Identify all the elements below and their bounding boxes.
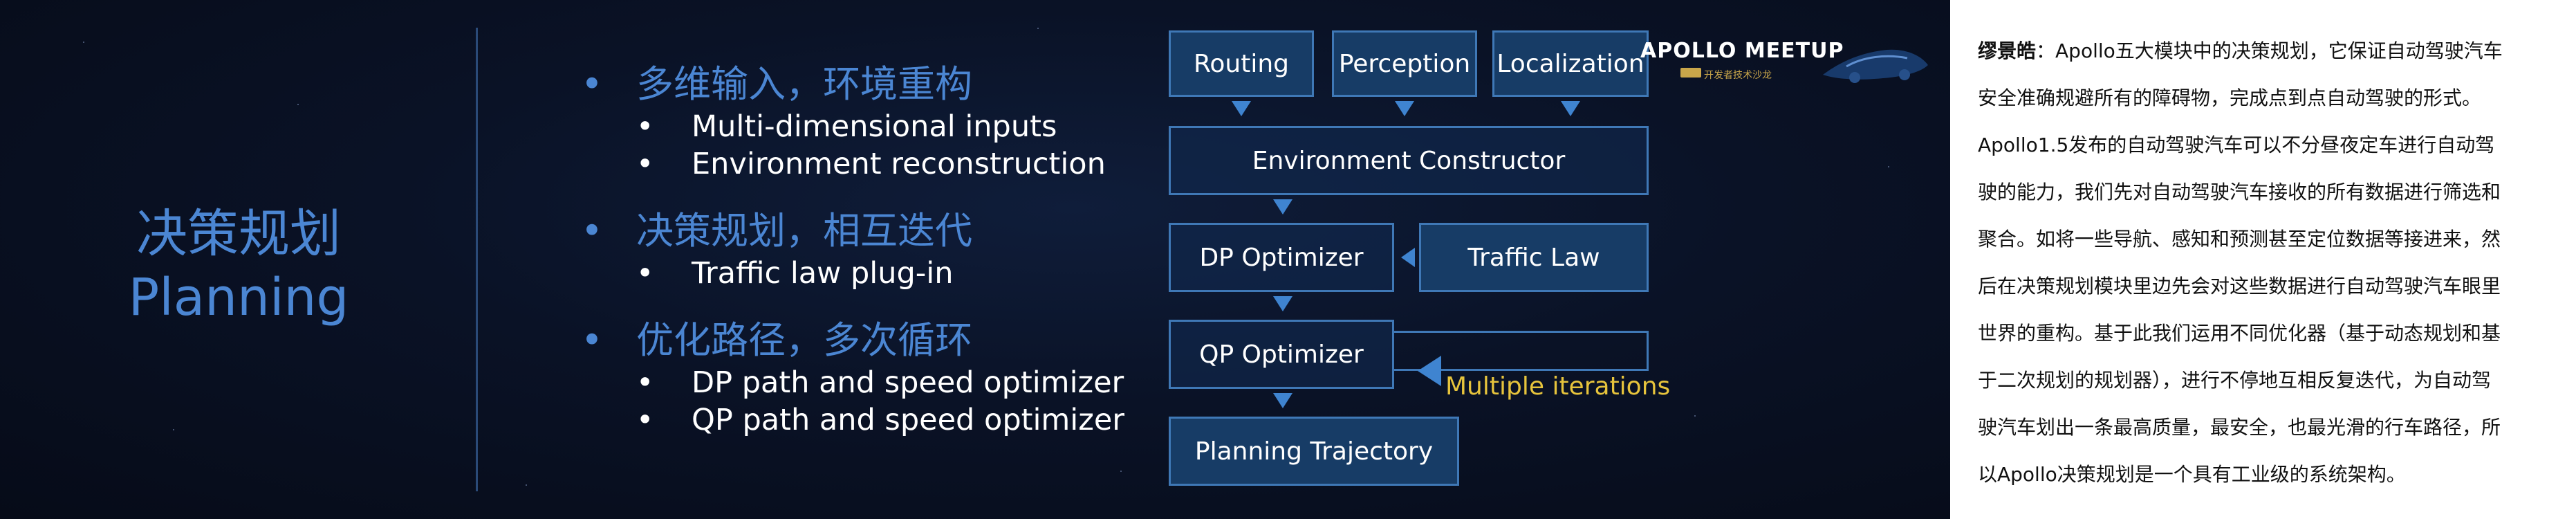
bullet-heading-text: 决策规划，相互迭代 [636,209,972,253]
bullet-group: •决策规划，相互迭代 •Traffic law plug-in [567,208,1134,292]
arrow-down-icon [1561,101,1580,116]
article-line: 世界的重构。基于此我们运用不同优化器（基于动态规划和基 [1978,322,2501,345]
bullet-dot: • [636,256,654,291]
bullet-item: • Environment reconstruction [567,145,1134,183]
star-decoration [1120,471,1122,472]
bullet-heading: • 多维输入，环境重构 [567,61,1134,108]
bullet-item-text: QP path and speed optimizer [692,403,1124,437]
dp-optimizer-box: DP Optimizer [1169,223,1394,292]
perception-box: Perception [1332,30,1477,97]
bullet-dot: • [581,318,603,362]
article-line: 缪景皓：Apollo五大模块中的决策规划，它保证自动驾驶汽车 [1978,28,2535,75]
article-line-text: Apollo五大模块中的决策规划，它保证自动驾驶汽车 [2055,39,2503,62]
bullet-heading-text: 多维输入，环境重构 [636,62,972,106]
logo-subtitle: 开发者技术沙龙 [1704,70,1772,81]
article-line: 驶汽车划出一条最高质量，最安全，也最光滑的行车路径，所 [1978,416,2501,439]
bullet-heading-text: 优化路径，多次循环 [636,318,972,362]
traffic-law-box: Traffic Law [1419,223,1649,292]
bullet-item: • QP path and speed optimizer [567,401,1134,439]
vertical-divider [476,28,478,491]
arrow-down-icon [1232,101,1251,116]
arrow-left-icon [1418,356,1441,386]
presentation-slide: 决策规划 Planning •多维输入，环境重构 •Multi-dimensio… [0,0,1950,519]
arrow-down-icon [1273,393,1292,408]
section-title: 决策规划 Planning [83,202,394,329]
arrow-down-icon [1273,199,1292,215]
iterations-label: Multiple iterations [1445,372,1671,401]
bullet-item-text: Environment reconstruction [692,147,1106,181]
star-decoration [526,484,527,486]
bullet-item-text: Traffic law plug-in [692,256,954,291]
bullet-group: •优化路径，多次循环 •DP path and speed optimizer … [567,317,1134,439]
bullet-item-text: DP path and speed optimizer [692,365,1124,400]
bullet-dot: • [636,109,654,144]
bullet-heading: • 决策规划，相互迭代 [567,208,1134,255]
article-line: 驶的能力，我们先对自动驾驶汽车接收的所有数据进行筛选和 [1978,181,2501,203]
article-line: 安全准确规避所有的障碍物，完成点到点自动驾驶的形式。 [1978,86,2482,109]
article-line: 以Apollo决策规划是一个具有工业级的系统架构。 [1978,463,2406,486]
star-decoration [83,42,84,43]
bullet-dot: • [581,62,603,106]
author-name: 缪景皓 [1978,39,2037,62]
iteration-loop-line [1394,331,1649,371]
apollo-meetup-logo: APOLLO MEETUP 开发者技术沙龙 [1640,32,1931,94]
bullet-heading: • 优化路径，多次循环 [567,317,1134,364]
bullet-item: • Multi-dimensional inputs [567,108,1134,145]
section-title-cn: 决策规划 [136,204,341,264]
arrow-down-icon [1395,101,1414,116]
star-decoration [1888,166,1889,167]
bullet-item: • DP path and speed optimizer [567,364,1134,401]
bullet-dot: • [636,365,654,400]
article-line: 聚合。如将一些导航、感知和预测甚至定位数据等接进来，然 [1978,228,2501,251]
article-line: 于二次规划的规划器），进行不停地互相反复迭代，为自动驾 [1978,369,2492,392]
arrow-down-icon [1273,296,1292,311]
planning-flow-diagram: Routing Perception Localization Environm… [1169,21,1860,505]
article-line: Apollo1.5发布的自动驾驶汽车可以不分昼夜定车进行自动驾 [1978,134,2495,156]
article-line: 后在决策规划模块里边先会对这些数据进行自动驾驶汽车眼里 [1978,275,2501,298]
bullet-dot: • [636,147,654,181]
logo-title: APOLLO MEETUP [1640,39,1844,63]
routing-box: Routing [1169,30,1314,97]
bullet-group: •多维输入，环境重构 •Multi-dimensional inputs •En… [567,61,1134,183]
bullet-dot: • [636,403,654,437]
bullet-list: •多维输入，环境重构 •Multi-dimensional inputs •En… [567,61,1134,464]
bullet-item: • Traffic law plug-in [567,255,1134,292]
logo-badge [1680,68,1701,78]
author-colon: ： [2036,39,2056,62]
bullet-item-text: Multi-dimensional inputs [692,109,1057,144]
section-title-en: Planning [128,268,349,327]
planning-trajectory-box: Planning Trajectory [1169,417,1459,486]
star-decoration [297,104,299,105]
arrow-left-icon [1401,248,1415,267]
car-silhouette-icon [1823,49,1928,83]
star-decoration [1694,415,1696,417]
article-text: 缪景皓：Apollo五大模块中的决策规划，它保证自动驾驶汽车 安全准确规避所有的… [1978,28,2535,498]
environment-constructor-box: Environment Constructor [1169,126,1649,195]
bullet-dot: • [581,209,603,253]
localization-box: Localization [1492,30,1649,97]
star-decoration [173,429,174,430]
star-decoration [1037,28,1039,29]
qp-optimizer-box: QP Optimizer [1169,320,1394,389]
